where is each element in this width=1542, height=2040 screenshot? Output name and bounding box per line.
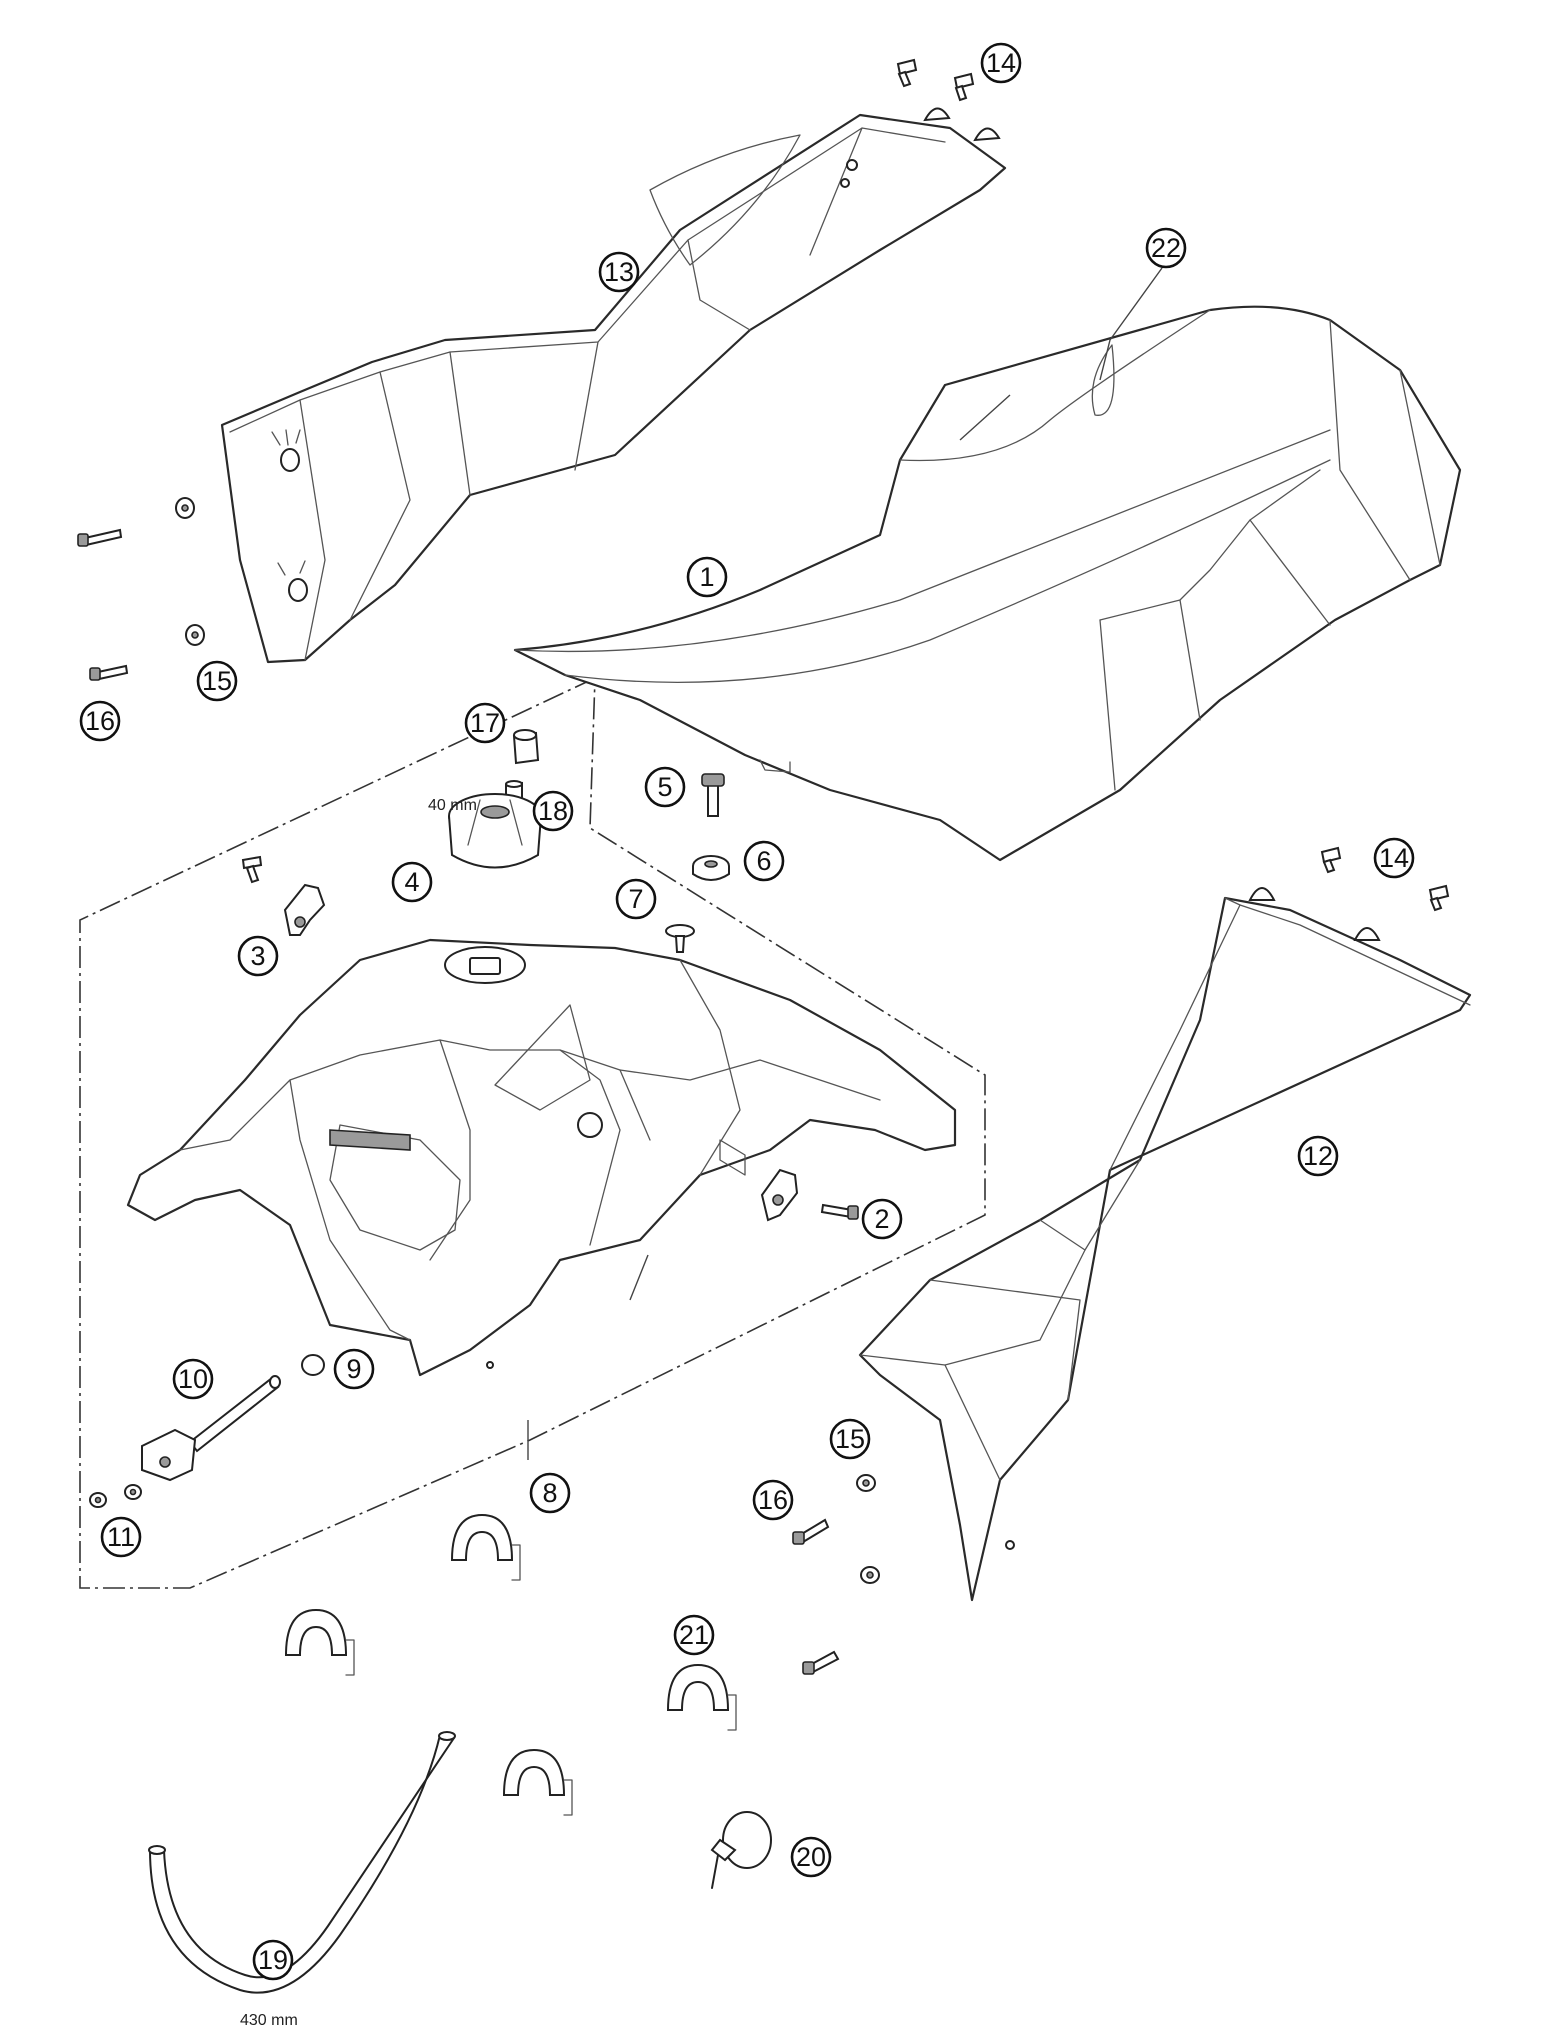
callout-13: 13 bbox=[598, 251, 640, 293]
callout-15-right: 15 bbox=[829, 1418, 871, 1460]
fuel-tap bbox=[141, 1375, 281, 1482]
callout-20: 20 bbox=[790, 1836, 832, 1878]
svg-text:13: 13 bbox=[604, 257, 634, 287]
callout-16-right: 16 bbox=[752, 1479, 794, 1521]
svg-text:1: 1 bbox=[699, 562, 714, 592]
svg-text:19: 19 bbox=[258, 1945, 288, 1975]
hose-clips-21 bbox=[284, 1513, 737, 1816]
nuts-11 bbox=[89, 1484, 142, 1508]
callout-4: 4 bbox=[391, 861, 433, 903]
seat bbox=[513, 305, 1462, 862]
callout-18: 18 bbox=[532, 790, 574, 832]
callout-6: 6 bbox=[743, 840, 785, 882]
fuel-hose bbox=[148, 1731, 456, 1994]
left-spoiler bbox=[220, 107, 1007, 664]
svg-text:9: 9 bbox=[346, 1354, 361, 1384]
svg-text:18: 18 bbox=[538, 796, 568, 826]
svg-text:16: 16 bbox=[85, 706, 115, 736]
svg-text:8: 8 bbox=[542, 1478, 557, 1508]
callout-10: 10 bbox=[172, 1358, 214, 1400]
screws-16-left bbox=[77, 528, 129, 681]
screws-14-right bbox=[1320, 846, 1450, 912]
screws-14-top bbox=[896, 58, 975, 102]
svg-text:21: 21 bbox=[679, 1620, 709, 1650]
svg-text:14: 14 bbox=[1379, 843, 1409, 873]
o-ring bbox=[301, 1354, 325, 1376]
callout-14-right: 14 bbox=[1373, 837, 1415, 879]
svg-text:15: 15 bbox=[835, 1424, 865, 1454]
nuts-screws-right bbox=[792, 1474, 880, 1675]
svg-text:15: 15 bbox=[202, 666, 232, 696]
callout-22: 22 bbox=[1145, 227, 1187, 269]
callout-17: 17 bbox=[464, 702, 506, 744]
callout-16-left: 16 bbox=[79, 700, 121, 742]
right-spoiler bbox=[858, 887, 1472, 1602]
nuts-15-left bbox=[175, 497, 205, 646]
svg-text:14: 14 bbox=[986, 48, 1016, 78]
svg-text:12: 12 bbox=[1303, 1141, 1333, 1171]
leader-lines bbox=[527, 267, 1163, 1460]
fuel-hose-length-label: 430 mm bbox=[240, 2012, 298, 2029]
callout-5: 5 bbox=[644, 766, 686, 808]
assembly-boundary bbox=[79, 676, 986, 1589]
callout-12: 12 bbox=[1297, 1135, 1339, 1177]
callout-11: 11 bbox=[100, 1516, 142, 1558]
bracket-3 bbox=[241, 855, 326, 936]
callout-1: 1 bbox=[686, 556, 728, 598]
svg-text:7: 7 bbox=[628, 884, 643, 914]
vent-hose-length-label: 40 mm bbox=[428, 797, 477, 814]
callout-2: 2 bbox=[861, 1198, 903, 1240]
svg-text:4: 4 bbox=[404, 867, 419, 897]
callout-15-left: 15 bbox=[196, 660, 238, 702]
bracket-2 bbox=[760, 1168, 859, 1222]
callout-7: 7 bbox=[615, 878, 657, 920]
svg-text:11: 11 bbox=[107, 1522, 135, 1552]
callout-8: 8 bbox=[529, 1472, 571, 1514]
svg-text:2: 2 bbox=[874, 1204, 889, 1234]
fuel-tank bbox=[126, 938, 957, 1377]
svg-text:6: 6 bbox=[756, 846, 771, 876]
svg-text:10: 10 bbox=[178, 1364, 208, 1394]
callout-21: 21 bbox=[673, 1614, 715, 1656]
callout-14-top: 14 bbox=[980, 42, 1022, 84]
svg-text:22: 22 bbox=[1151, 233, 1181, 263]
screw-grommet-fastener bbox=[665, 773, 730, 953]
cable-tie bbox=[710, 1811, 772, 1889]
filler-cap bbox=[448, 793, 542, 869]
callout-19: 19 bbox=[252, 1939, 294, 1981]
svg-text:3: 3 bbox=[250, 941, 265, 971]
svg-text:17: 17 bbox=[470, 708, 500, 738]
callout-3: 3 bbox=[237, 935, 279, 977]
callout-9: 9 bbox=[333, 1348, 375, 1390]
svg-text:16: 16 bbox=[758, 1485, 788, 1515]
svg-text:5: 5 bbox=[657, 772, 672, 802]
svg-text:20: 20 bbox=[796, 1842, 826, 1872]
